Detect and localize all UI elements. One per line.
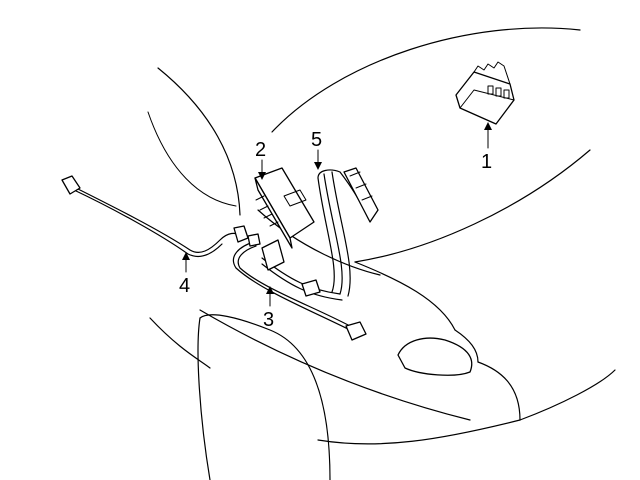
callout-3-label: 3: [263, 309, 274, 331]
part-4-lead: [61, 175, 249, 257]
part-5-harness: [261, 167, 379, 301]
callout-2-label: 2: [255, 139, 266, 161]
part-3-cable: [232, 233, 367, 341]
callout-1-label: 1: [481, 151, 492, 173]
part-1-module: [455, 61, 515, 125]
callout-4-label: 4: [179, 275, 190, 297]
part-2-amplifier: [254, 167, 315, 249]
vehicle-outline: [147, 27, 616, 480]
callout-arrows: [182, 122, 492, 307]
callout-5-label: 5: [311, 129, 322, 151]
